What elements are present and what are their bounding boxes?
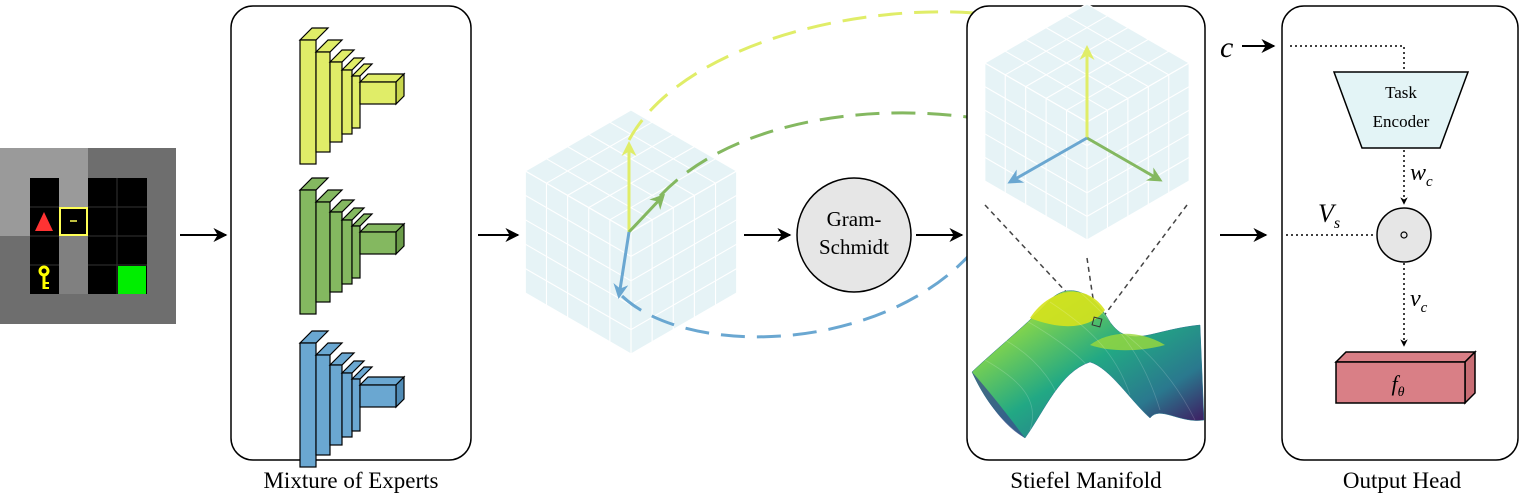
- expert-layer: [315, 354, 331, 456]
- tangent-patch: [1091, 316, 1103, 328]
- key-icon: [38, 265, 50, 289]
- context-path: [1290, 45, 1405, 72]
- f-theta-block: fθ: [1334, 350, 1477, 405]
- output-head-content: Task Encoder wc Vs vc fθ: [1286, 45, 1477, 405]
- vc-label: vc: [1410, 286, 1428, 316]
- gram-schmidt-line2: Schmidt: [819, 235, 889, 259]
- expert-layer: [341, 219, 353, 285]
- expert-blue: [298, 330, 406, 468]
- task-encoder: [1332, 71, 1470, 149]
- expert-layer: [315, 201, 331, 303]
- expert-layer: [329, 364, 343, 446]
- manifold-surface: [971, 290, 1205, 439]
- grid-lines: [30, 178, 147, 294]
- zoom-line-right: [1096, 204, 1188, 326]
- stiefel-vector-green: [1086, 136, 1163, 182]
- expert-layer: [341, 372, 353, 438]
- vs-label: Vs: [1318, 199, 1340, 232]
- product-operator-icon: [1400, 231, 1408, 239]
- grid-world: [0, 148, 176, 324]
- expert-layer: [329, 211, 343, 293]
- stiefel-caption: Stiefel Manifold: [1010, 468, 1162, 493]
- expert-yellow: [298, 27, 406, 165]
- expert-layer: [329, 61, 343, 143]
- expert-output-block: [359, 384, 397, 408]
- wall-lower-left: [0, 236, 30, 324]
- expert-layer: [299, 189, 317, 315]
- stiefel-content: [971, 3, 1205, 439]
- goal-cell: [118, 266, 146, 294]
- expert-layer: [351, 378, 361, 432]
- gram-schmidt-line1: Gram-: [827, 207, 882, 231]
- experts-caption: Mixture of Experts: [263, 468, 438, 493]
- grid-hexagon-lines: [984, 3, 1190, 241]
- task-encoder-line1: Task: [1385, 83, 1417, 102]
- embedding-space: [524, 109, 738, 355]
- expert-layer: [351, 225, 361, 279]
- output-head-caption: Output Head: [1343, 468, 1462, 493]
- expert-layer: [299, 39, 317, 165]
- task-encoder-line2: Encoder: [1373, 112, 1430, 131]
- expert-layer: [315, 51, 331, 153]
- arc-blue: [620, 181, 1014, 339]
- gram-schmidt-node: Gram- Schmidt: [796, 177, 912, 293]
- expert-output-block: [359, 231, 397, 255]
- stiefel-vector-blue: [1007, 136, 1088, 184]
- expert-layer: [341, 69, 353, 135]
- expert-layer: [299, 342, 317, 468]
- expert-output-block: [359, 81, 397, 105]
- f-theta-label: fθ: [1391, 371, 1404, 400]
- grid-hexagon-lines: [524, 109, 738, 355]
- basis-vector-green: [627, 193, 666, 234]
- door: [59, 207, 88, 236]
- expert-green: [298, 177, 406, 315]
- experts-group: [298, 27, 406, 468]
- wall-right: [147, 148, 176, 324]
- hadamard-product-node: [1376, 207, 1432, 263]
- basis-vector-blue: [613, 231, 631, 299]
- context-symbol: c: [1220, 31, 1233, 64]
- expert-layer: [351, 75, 361, 129]
- agent-triangle: [35, 212, 53, 231]
- wc-label: wc: [1410, 160, 1433, 190]
